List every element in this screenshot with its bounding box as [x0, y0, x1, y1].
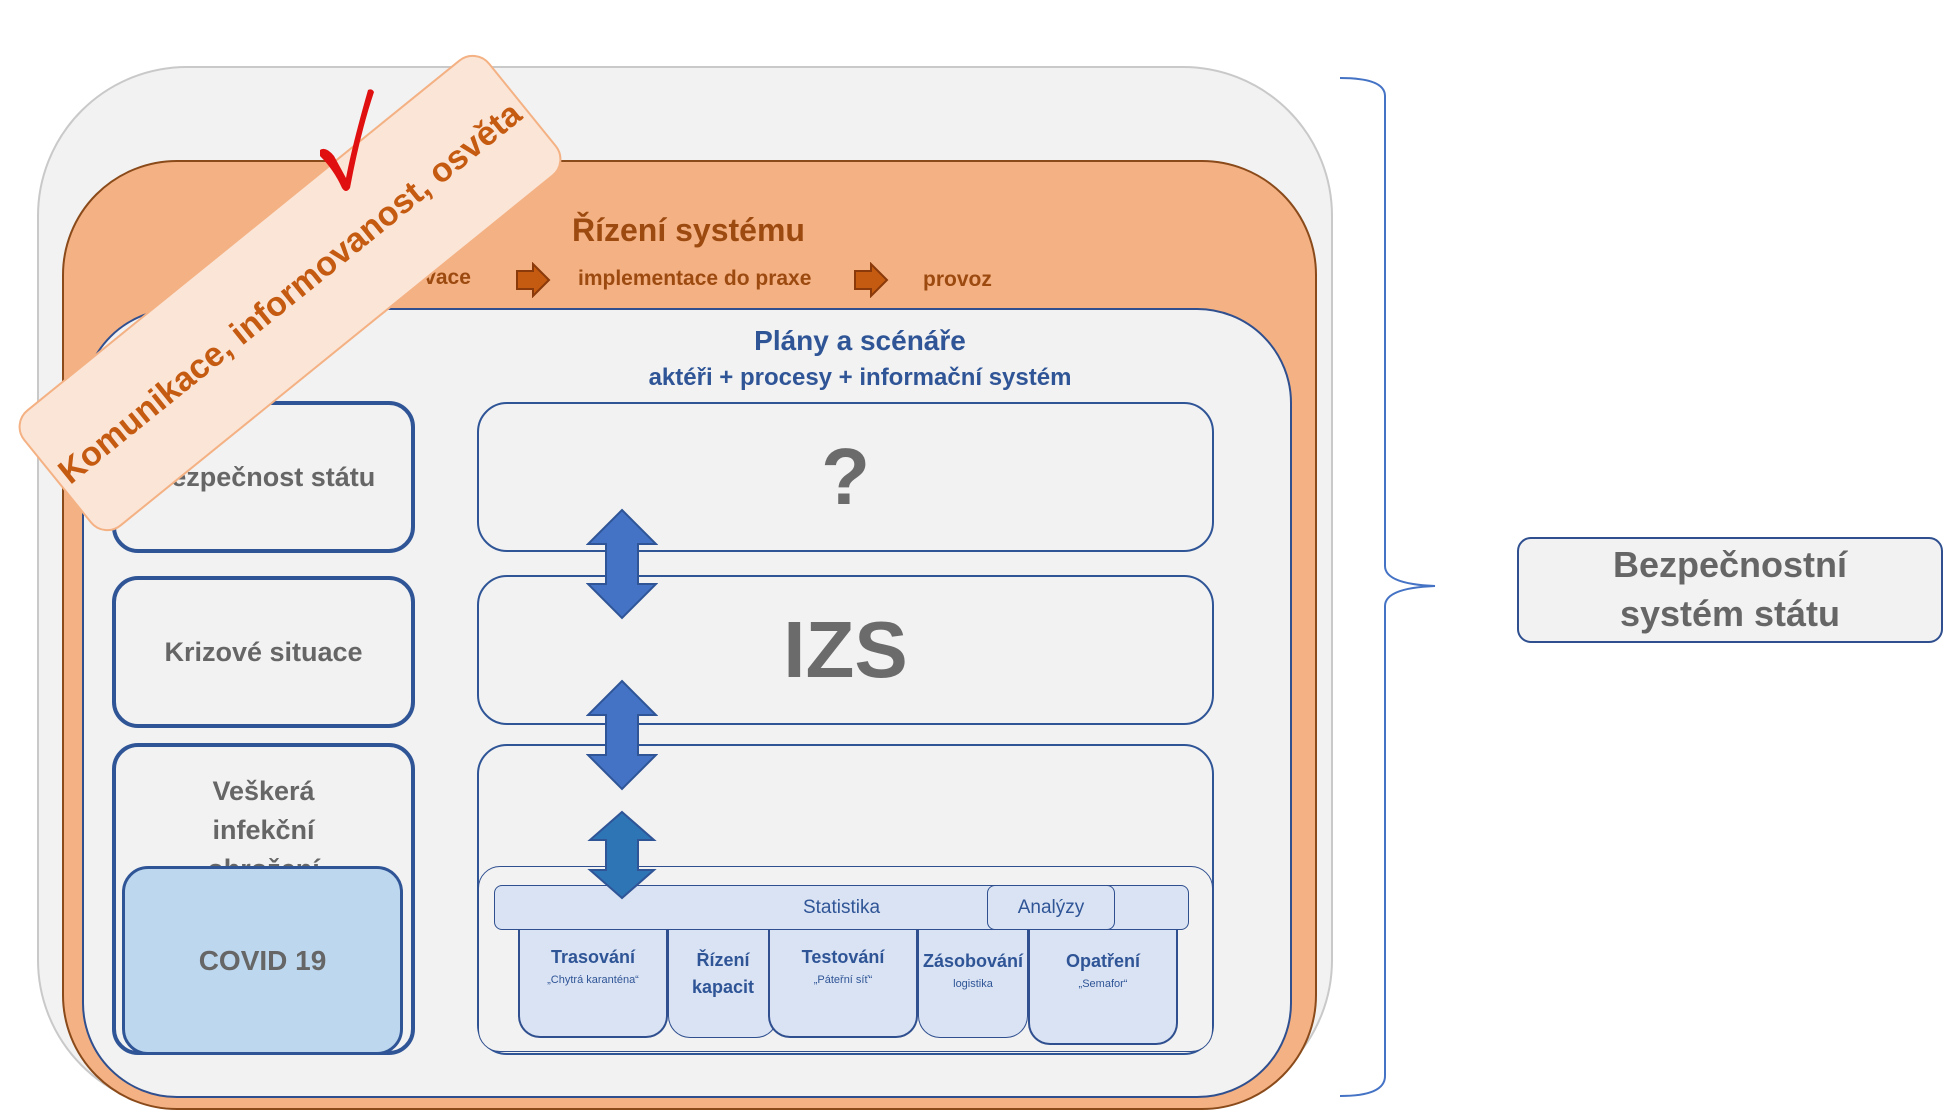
unknown-box: ? — [477, 402, 1214, 552]
statistics-label: Statistika — [802, 896, 881, 918]
tab-supply-note: logistika — [953, 978, 993, 990]
tab-capacity: Řízení kapacit — [668, 925, 778, 1038]
arrow-right-icon — [516, 262, 551, 298]
tab-tracing-label: Trasování — [550, 947, 636, 967]
security-system-label: Bezpečnostní systém státu — [1612, 544, 1848, 634]
double-arrow-icon — [586, 508, 658, 620]
step-operation: provoz — [923, 268, 992, 291]
tab-tracing: Trasování „Chytrá karanténa“ — [518, 925, 668, 1038]
analyses-box: Analýzy — [987, 885, 1115, 930]
tab-capacity-label: Řízení kapacit — [691, 950, 755, 997]
crisis-box: Krizové situace — [112, 576, 415, 728]
tab-measures-note: „Semafor“ — [1078, 978, 1128, 990]
tab-measures: Opatření „Semafor“ — [1028, 925, 1178, 1045]
crisis-label: Krizové situace — [164, 636, 363, 667]
plans-subtitle: aktéři + procesy + informační systém — [648, 364, 1072, 391]
tab-measures-label: Opatření — [1065, 951, 1140, 971]
covid-box: COVID 19 — [122, 866, 403, 1055]
unknown-label: ? — [821, 432, 870, 521]
izs-label: IZS — [783, 605, 908, 694]
security-system-label-box: Bezpečnostní systém státu — [1517, 537, 1943, 643]
arrow-right-icon — [854, 262, 889, 298]
double-arrow-icon — [587, 810, 657, 900]
covid-label: COVID 19 — [198, 944, 327, 976]
analyses-label: Analýzy — [1017, 896, 1085, 918]
tab-tracing-note: „Chytrá karanténa“ — [547, 974, 639, 986]
tab-testing-label: Testování — [801, 947, 885, 967]
tab-testing: Testování „Páteřní síť“ — [768, 925, 918, 1038]
double-arrow-icon — [586, 679, 658, 791]
plans-title: Plány a scénáře — [754, 325, 966, 356]
step-implementation: implementace do praxe — [578, 267, 812, 290]
tab-supply-label: Zásobování — [922, 951, 1024, 971]
tab-testing-note: „Páteřní síť“ — [813, 974, 873, 986]
tab-supply: Zásobování logistika — [918, 925, 1028, 1038]
izs-box: IZS — [477, 575, 1214, 725]
curly-brace-icon — [1339, 77, 1436, 1097]
system-management-title: Řízení systému — [572, 212, 805, 248]
checkmark-icon — [320, 89, 374, 191]
